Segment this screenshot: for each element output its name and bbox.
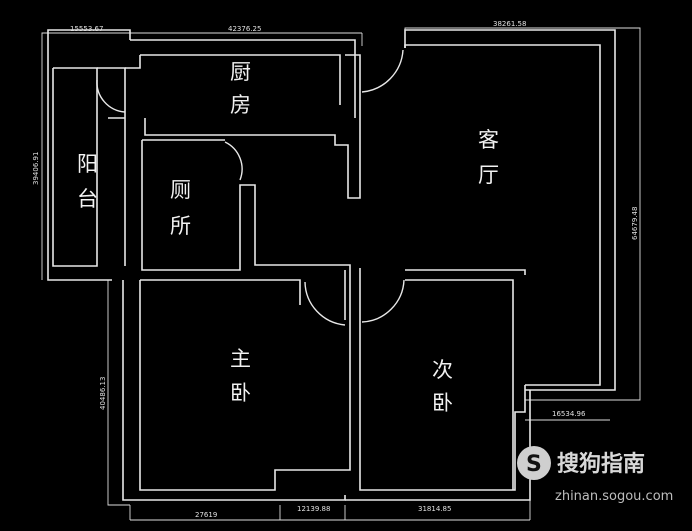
- sogou-logo-letter: S: [526, 452, 542, 477]
- dim-bottom-right: 31814.85: [418, 505, 451, 513]
- master-label-1: 主: [230, 347, 251, 371]
- master-door-arc: [304, 281, 346, 326]
- toilet-label-1: 厕: [170, 178, 191, 202]
- dimension-lines: [41, 27, 641, 521]
- outer-walls: [47, 29, 616, 501]
- living-label-2: 厅: [478, 163, 499, 187]
- interior-walls: [52, 54, 526, 491]
- dim-top-left: 15553.67: [70, 25, 103, 33]
- sogou-logo-icon: [517, 446, 551, 480]
- second-label-2: 卧: [432, 391, 453, 415]
- dim-left-upper: 39406.91: [32, 152, 40, 185]
- sogou-watermark: S 搜狗指南 zhinan.sogou.com: [517, 446, 673, 504]
- kitchen-label-1: 厨: [230, 60, 251, 84]
- balcony-door-arc: [96, 79, 126, 113]
- master-label-2: 卧: [230, 381, 251, 405]
- toilet-door-arc: [224, 141, 243, 181]
- dim-bottom-mid: 12139.88: [297, 505, 330, 513]
- second-label-1: 次: [432, 358, 453, 382]
- balcony-label-1: 阳: [77, 152, 98, 176]
- dim-bottom-left: 27619: [195, 511, 217, 519]
- door-arcs: [96, 49, 405, 326]
- balcony-label-2: 台: [77, 187, 98, 211]
- dim-top-right: 38261.58: [493, 20, 526, 28]
- dim-right-step: 16534.96: [552, 410, 586, 418]
- watermark-brand: 搜狗指南: [557, 452, 645, 477]
- dim-left-lower: 40486.13: [99, 377, 107, 410]
- dim-right-side: 64679.48: [631, 207, 639, 240]
- toilet-label-2: 所: [170, 214, 191, 238]
- living-door-arc: [361, 49, 404, 93]
- watermark-url: zhinan.sogou.com: [555, 489, 673, 504]
- living-label-1: 客: [478, 128, 499, 152]
- dim-top-mid: 42376.25: [228, 25, 261, 33]
- kitchen-label-2: 房: [230, 93, 251, 117]
- second-door-arc: [361, 279, 405, 323]
